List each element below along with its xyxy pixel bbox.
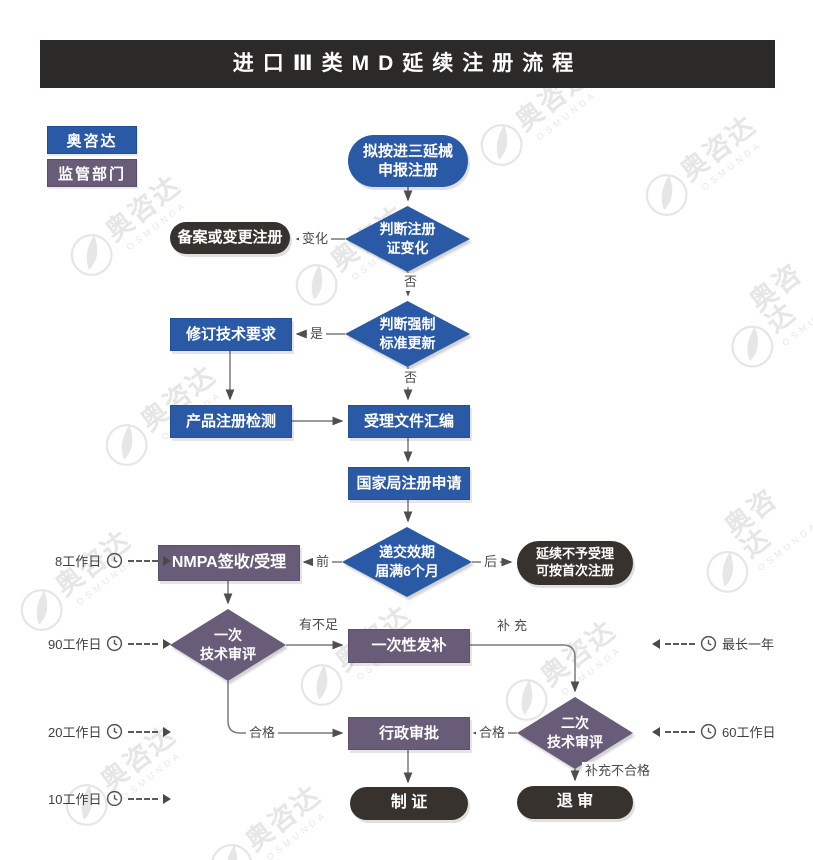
arrow-left-icon bbox=[652, 726, 660, 737]
node-submit-before-expiry: 递交效期 届满6个月 bbox=[342, 527, 472, 597]
edge-label-after: 后 bbox=[481, 553, 501, 572]
node-admin-approval: 行政审批 bbox=[348, 717, 470, 750]
dashed-connector bbox=[665, 642, 695, 645]
dashed-connector bbox=[128, 730, 159, 733]
node-issue-cert: 制 证 bbox=[350, 787, 468, 820]
edge-label-before: 前 bbox=[313, 553, 333, 572]
clock-icon bbox=[107, 723, 123, 740]
clock-icon bbox=[700, 635, 717, 652]
dashed-connector bbox=[128, 559, 159, 562]
edge-label-qualified-right: 合格 bbox=[476, 724, 509, 743]
node-nmpa-application: 国家局注册申请 bbox=[348, 467, 470, 500]
node-revise-tech-req: 修订技术要求 bbox=[170, 318, 292, 351]
legend-osmunda: 奥咨达 bbox=[47, 126, 137, 154]
arrow-right-icon bbox=[163, 555, 172, 566]
edge-label-no-1: 否 bbox=[401, 273, 421, 292]
node-return-review: 退 审 bbox=[517, 786, 633, 819]
node-renewal-rejected: 延续不予受理 可按首次注册 bbox=[517, 541, 633, 585]
edge-label-yes: 是 bbox=[307, 325, 327, 344]
arrow-right-icon bbox=[163, 638, 172, 649]
node-dossier-compile: 受理文件汇编 bbox=[348, 405, 470, 438]
clock-icon bbox=[107, 790, 123, 807]
node-second-review: 二次 技术审评 bbox=[517, 697, 633, 769]
node-judge-standard-update: 判断强制 标准更新 bbox=[345, 301, 470, 367]
node-first-review: 一次 技术审评 bbox=[170, 609, 286, 681]
edge-label-supplement: 补充 bbox=[494, 617, 535, 636]
edge-label-insufficient: 有不足 bbox=[296, 616, 342, 635]
legend-regulator: 监管部门 bbox=[47, 159, 137, 187]
timing-90-workdays: 90工作日 bbox=[48, 634, 172, 653]
node-nmpa-acceptance: NMPA签收/受理 bbox=[158, 545, 300, 581]
node-judge-cert-change: 判断注册 证变化 bbox=[345, 206, 470, 272]
edge-label-change: 变化 bbox=[299, 230, 332, 249]
dashed-connector bbox=[128, 797, 159, 800]
clock-icon bbox=[107, 635, 123, 652]
edge-label-no-2: 否 bbox=[401, 369, 421, 388]
arrow-left-icon bbox=[652, 638, 660, 649]
clock-icon bbox=[107, 552, 123, 569]
node-filing-or-change: 备案或变更注册 bbox=[170, 222, 290, 254]
arrow-right-icon bbox=[163, 726, 172, 737]
timing-20-workdays: 20工作日 bbox=[48, 722, 172, 741]
node-one-time-supplement: 一次性发补 bbox=[348, 629, 470, 663]
clock-icon bbox=[700, 723, 717, 740]
edge-label-supplement-failed: 补充不合格 bbox=[582, 762, 654, 781]
dashed-connector bbox=[665, 730, 695, 733]
edge-label-qualified-left: 合格 bbox=[246, 724, 279, 743]
timing-8-workdays: 8工作日 bbox=[55, 551, 172, 570]
node-start: 拟按进三延械 申报注册 bbox=[348, 135, 468, 187]
dashed-connector bbox=[128, 642, 159, 645]
timing-max-one-year: 最长一年 bbox=[652, 634, 774, 653]
arrow-right-icon bbox=[163, 793, 172, 804]
timing-60-workdays: 60工作日 bbox=[652, 722, 775, 741]
timing-10-workdays: 10工作日 bbox=[48, 789, 172, 808]
page-title: 进口Ⅲ类MD延续注册流程 bbox=[40, 40, 775, 88]
node-product-test: 产品注册检测 bbox=[170, 405, 292, 438]
